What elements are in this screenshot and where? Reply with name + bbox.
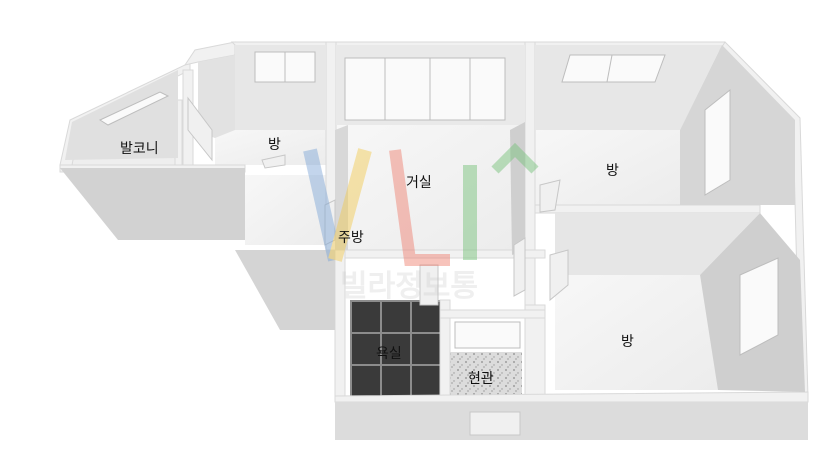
- entrance-floor: [450, 352, 522, 396]
- windows: [98, 51, 779, 356]
- bath-tile: [412, 334, 440, 364]
- label-entrance: 현관: [468, 371, 494, 387]
- label-room-bottom-right: 방: [621, 334, 634, 350]
- window-living: [344, 57, 506, 121]
- bath-tile: [382, 334, 410, 364]
- label-kitchen: 주방: [338, 230, 364, 246]
- bathroom-tiles: [350, 300, 440, 396]
- room-top-left-floor: [215, 130, 330, 165]
- label-balcony: 발코니: [120, 141, 159, 157]
- bath-tile: [382, 366, 410, 396]
- watermark: 빌라정보통: [303, 142, 539, 304]
- kitchen-floor: [245, 175, 335, 245]
- window-right-upper: [704, 88, 731, 196]
- bath-tile: [352, 366, 380, 396]
- room-labels: 발코니 방 거실 방 주방 욕실 현관 방: [120, 137, 634, 387]
- window-balcony: [98, 91, 170, 126]
- bath-tile: [412, 366, 440, 396]
- label-living-room: 거실: [406, 175, 432, 191]
- bath-tile: [352, 302, 380, 332]
- label-room-top-left: 방: [268, 137, 281, 153]
- watermark-text: 빌라정보통: [340, 269, 478, 304]
- floors: [60, 125, 720, 396]
- label-room-top-right: 방: [606, 163, 619, 179]
- label-bathroom: 욕실: [376, 346, 402, 362]
- window-right-lower: [739, 257, 779, 356]
- bath-tile: [352, 334, 380, 364]
- room-top-right-floor: [535, 130, 680, 205]
- doors: [187, 96, 569, 436]
- room-bottom-right-floor: [555, 275, 720, 390]
- window-top-right: [561, 54, 666, 83]
- window-bath: [454, 321, 521, 349]
- living-room-floor: [335, 125, 525, 250]
- bath-tile: [412, 302, 440, 332]
- bath-tile: [382, 302, 410, 332]
